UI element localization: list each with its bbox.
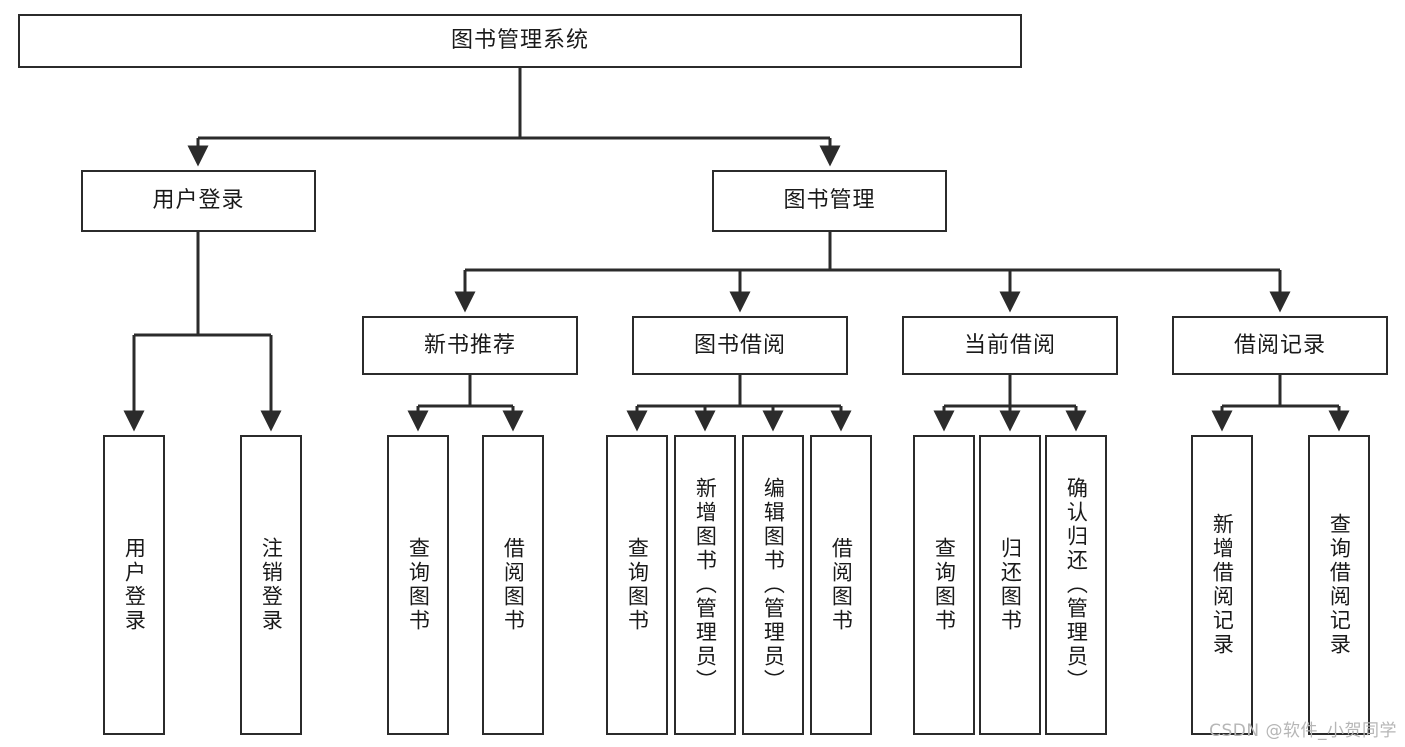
node-new-book-rec[interactable]: 新书推荐 <box>362 316 578 375</box>
node-leaf-query-book-1[interactable]: 查询图书 <box>387 435 449 735</box>
node-leaf-borrow-book-1-label: 借阅图书 <box>501 537 526 633</box>
node-user-login[interactable]: 用户登录 <box>81 170 316 232</box>
node-user-login-label: 用户登录 <box>152 188 245 214</box>
node-current-borrow[interactable]: 当前借阅 <box>902 316 1118 375</box>
node-leaf-query-record[interactable]: 查询借阅记录 <box>1308 435 1370 735</box>
node-leaf-edit-book-label: 编辑图书（管理员） <box>761 477 786 693</box>
node-leaf-confirm-return-label: 确认归还（管理员） <box>1064 477 1089 693</box>
node-leaf-logout[interactable]: 注销登录 <box>240 435 302 735</box>
node-book-borrow-label: 图书借阅 <box>693 332 786 358</box>
node-new-book-rec-label: 新书推荐 <box>423 332 516 358</box>
node-leaf-add-book-label: 新增图书（管理员） <box>693 477 718 693</box>
node-root[interactable]: 图书管理系统 <box>18 14 1022 68</box>
node-borrow-record[interactable]: 借阅记录 <box>1172 316 1388 375</box>
node-leaf-query-record-label: 查询借阅记录 <box>1327 513 1352 657</box>
node-leaf-query-book-3[interactable]: 查询图书 <box>913 435 975 735</box>
node-root-label: 图书管理系统 <box>450 28 589 54</box>
node-leaf-add-record[interactable]: 新增借阅记录 <box>1191 435 1253 735</box>
node-leaf-query-book-3-label: 查询图书 <box>932 537 957 633</box>
node-leaf-query-book-2[interactable]: 查询图书 <box>606 435 668 735</box>
node-borrow-record-label: 借阅记录 <box>1233 332 1326 358</box>
node-leaf-add-book[interactable]: 新增图书（管理员） <box>674 435 736 735</box>
node-leaf-user-login[interactable]: 用户登录 <box>103 435 165 735</box>
node-leaf-add-record-label: 新增借阅记录 <box>1210 513 1235 657</box>
csdn-watermark: CSDN @软件_小贺同学 <box>1209 721 1397 741</box>
node-leaf-borrow-book-1[interactable]: 借阅图书 <box>482 435 544 735</box>
node-book-manage[interactable]: 图书管理 <box>712 170 947 232</box>
node-leaf-confirm-return[interactable]: 确认归还（管理员） <box>1045 435 1107 735</box>
node-leaf-return-book-label: 归还图书 <box>998 537 1023 633</box>
node-leaf-edit-book[interactable]: 编辑图书（管理员） <box>742 435 804 735</box>
node-leaf-user-login-label: 用户登录 <box>122 537 147 633</box>
node-leaf-borrow-book-2[interactable]: 借阅图书 <box>810 435 872 735</box>
node-leaf-logout-label: 注销登录 <box>259 537 284 633</box>
node-current-borrow-label: 当前借阅 <box>963 332 1056 358</box>
node-leaf-borrow-book-2-label: 借阅图书 <box>829 537 854 633</box>
node-leaf-return-book[interactable]: 归还图书 <box>979 435 1041 735</box>
node-book-borrow[interactable]: 图书借阅 <box>632 316 848 375</box>
node-book-manage-label: 图书管理 <box>783 188 876 214</box>
node-leaf-query-book-1-label: 查询图书 <box>406 537 431 633</box>
node-leaf-query-book-2-label: 查询图书 <box>625 537 650 633</box>
